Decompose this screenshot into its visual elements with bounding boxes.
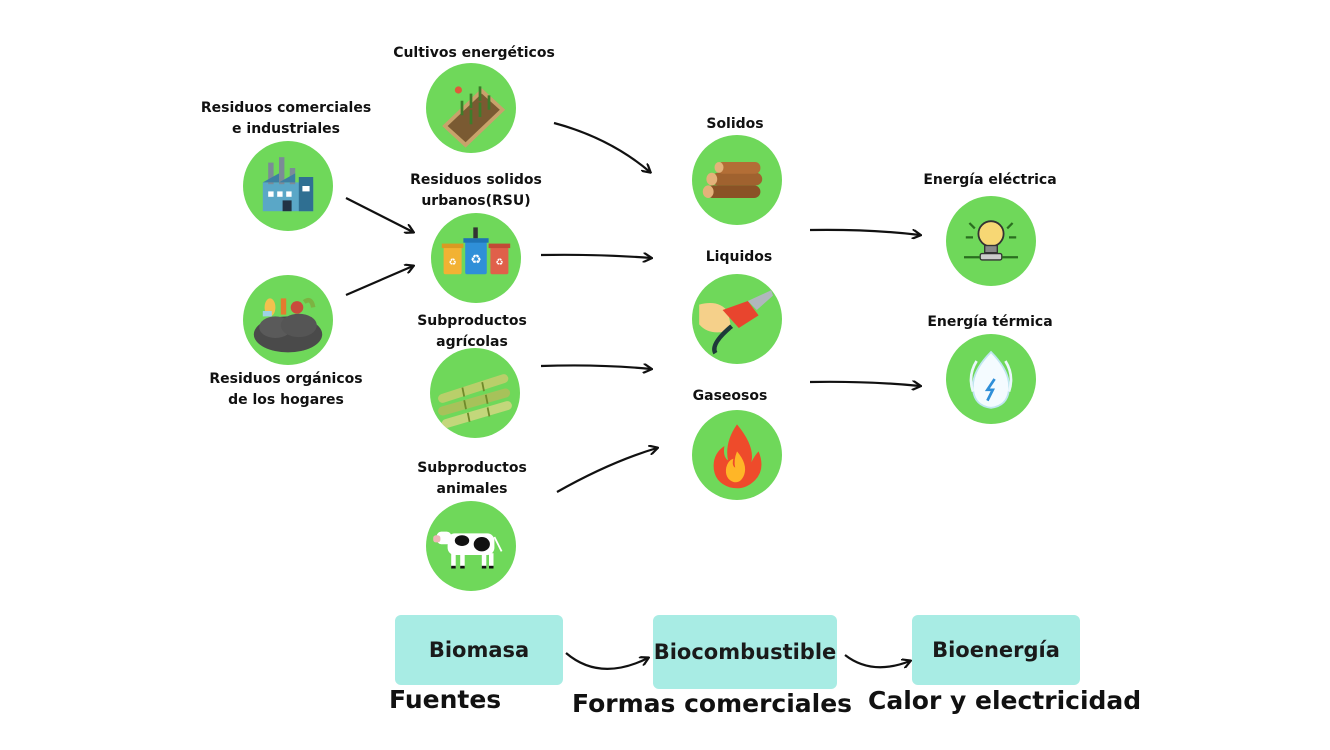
arrow-organicos-rsu — [345, 266, 413, 297]
arrow-cultivos-solidos — [553, 121, 650, 172]
arrow-animales-gaseosos — [556, 448, 657, 493]
box-bioenergia: Bioenergía — [912, 615, 1080, 685]
arrow-comerciales-rsu — [345, 197, 413, 232]
label-cultivos-energeticos: Cultivos energéticos — [393, 45, 555, 61]
label-liquidos: Liquidos — [705, 249, 773, 265]
box-biocombustible: Biocombustible — [653, 615, 837, 689]
recycling-bins-icon: ♻ ♻ ♻ — [431, 213, 521, 303]
arrow-biocombustible-bioenergia — [844, 654, 910, 667]
label-energia-termica: Energía térmica — [927, 314, 1053, 330]
cow-icon — [426, 501, 516, 591]
label-solidos: Solidos — [706, 116, 764, 132]
label-gaseosos: Gaseosos — [692, 388, 768, 404]
fuel-nozzle-icon — [692, 274, 782, 364]
arrow-gaseosos-termica — [809, 382, 920, 386]
svg-text:♻: ♻ — [495, 258, 503, 268]
caption-fuentes: Fuentes — [389, 685, 502, 714]
flame-icon — [692, 410, 782, 500]
svg-text:♻: ♻ — [470, 251, 481, 266]
arrow-rsu-liquidos — [540, 255, 651, 258]
arrow-agricolas-liquidos — [540, 365, 651, 369]
label-energia-electrica: Energía eléctrica — [923, 172, 1057, 188]
thermal-energy-icon — [946, 334, 1036, 424]
box-biomasa: Biomasa — [395, 615, 563, 685]
factory-icon — [243, 141, 333, 231]
caption-formas-comerciales: Formas comerciales — [572, 689, 853, 718]
sugarcane-icon — [430, 348, 520, 438]
organic-waste-icon — [243, 275, 333, 365]
firewood-icon — [692, 135, 782, 225]
crop-field-icon — [426, 63, 516, 153]
light-bulb-icon — [946, 196, 1036, 286]
arrow-solidos-electrica — [809, 228, 920, 235]
arrow-biomasa-biocombustible — [565, 652, 648, 670]
svg-text:♻: ♻ — [449, 258, 457, 268]
caption-calor-electricidad: Calor y electricidad — [868, 686, 1142, 715]
